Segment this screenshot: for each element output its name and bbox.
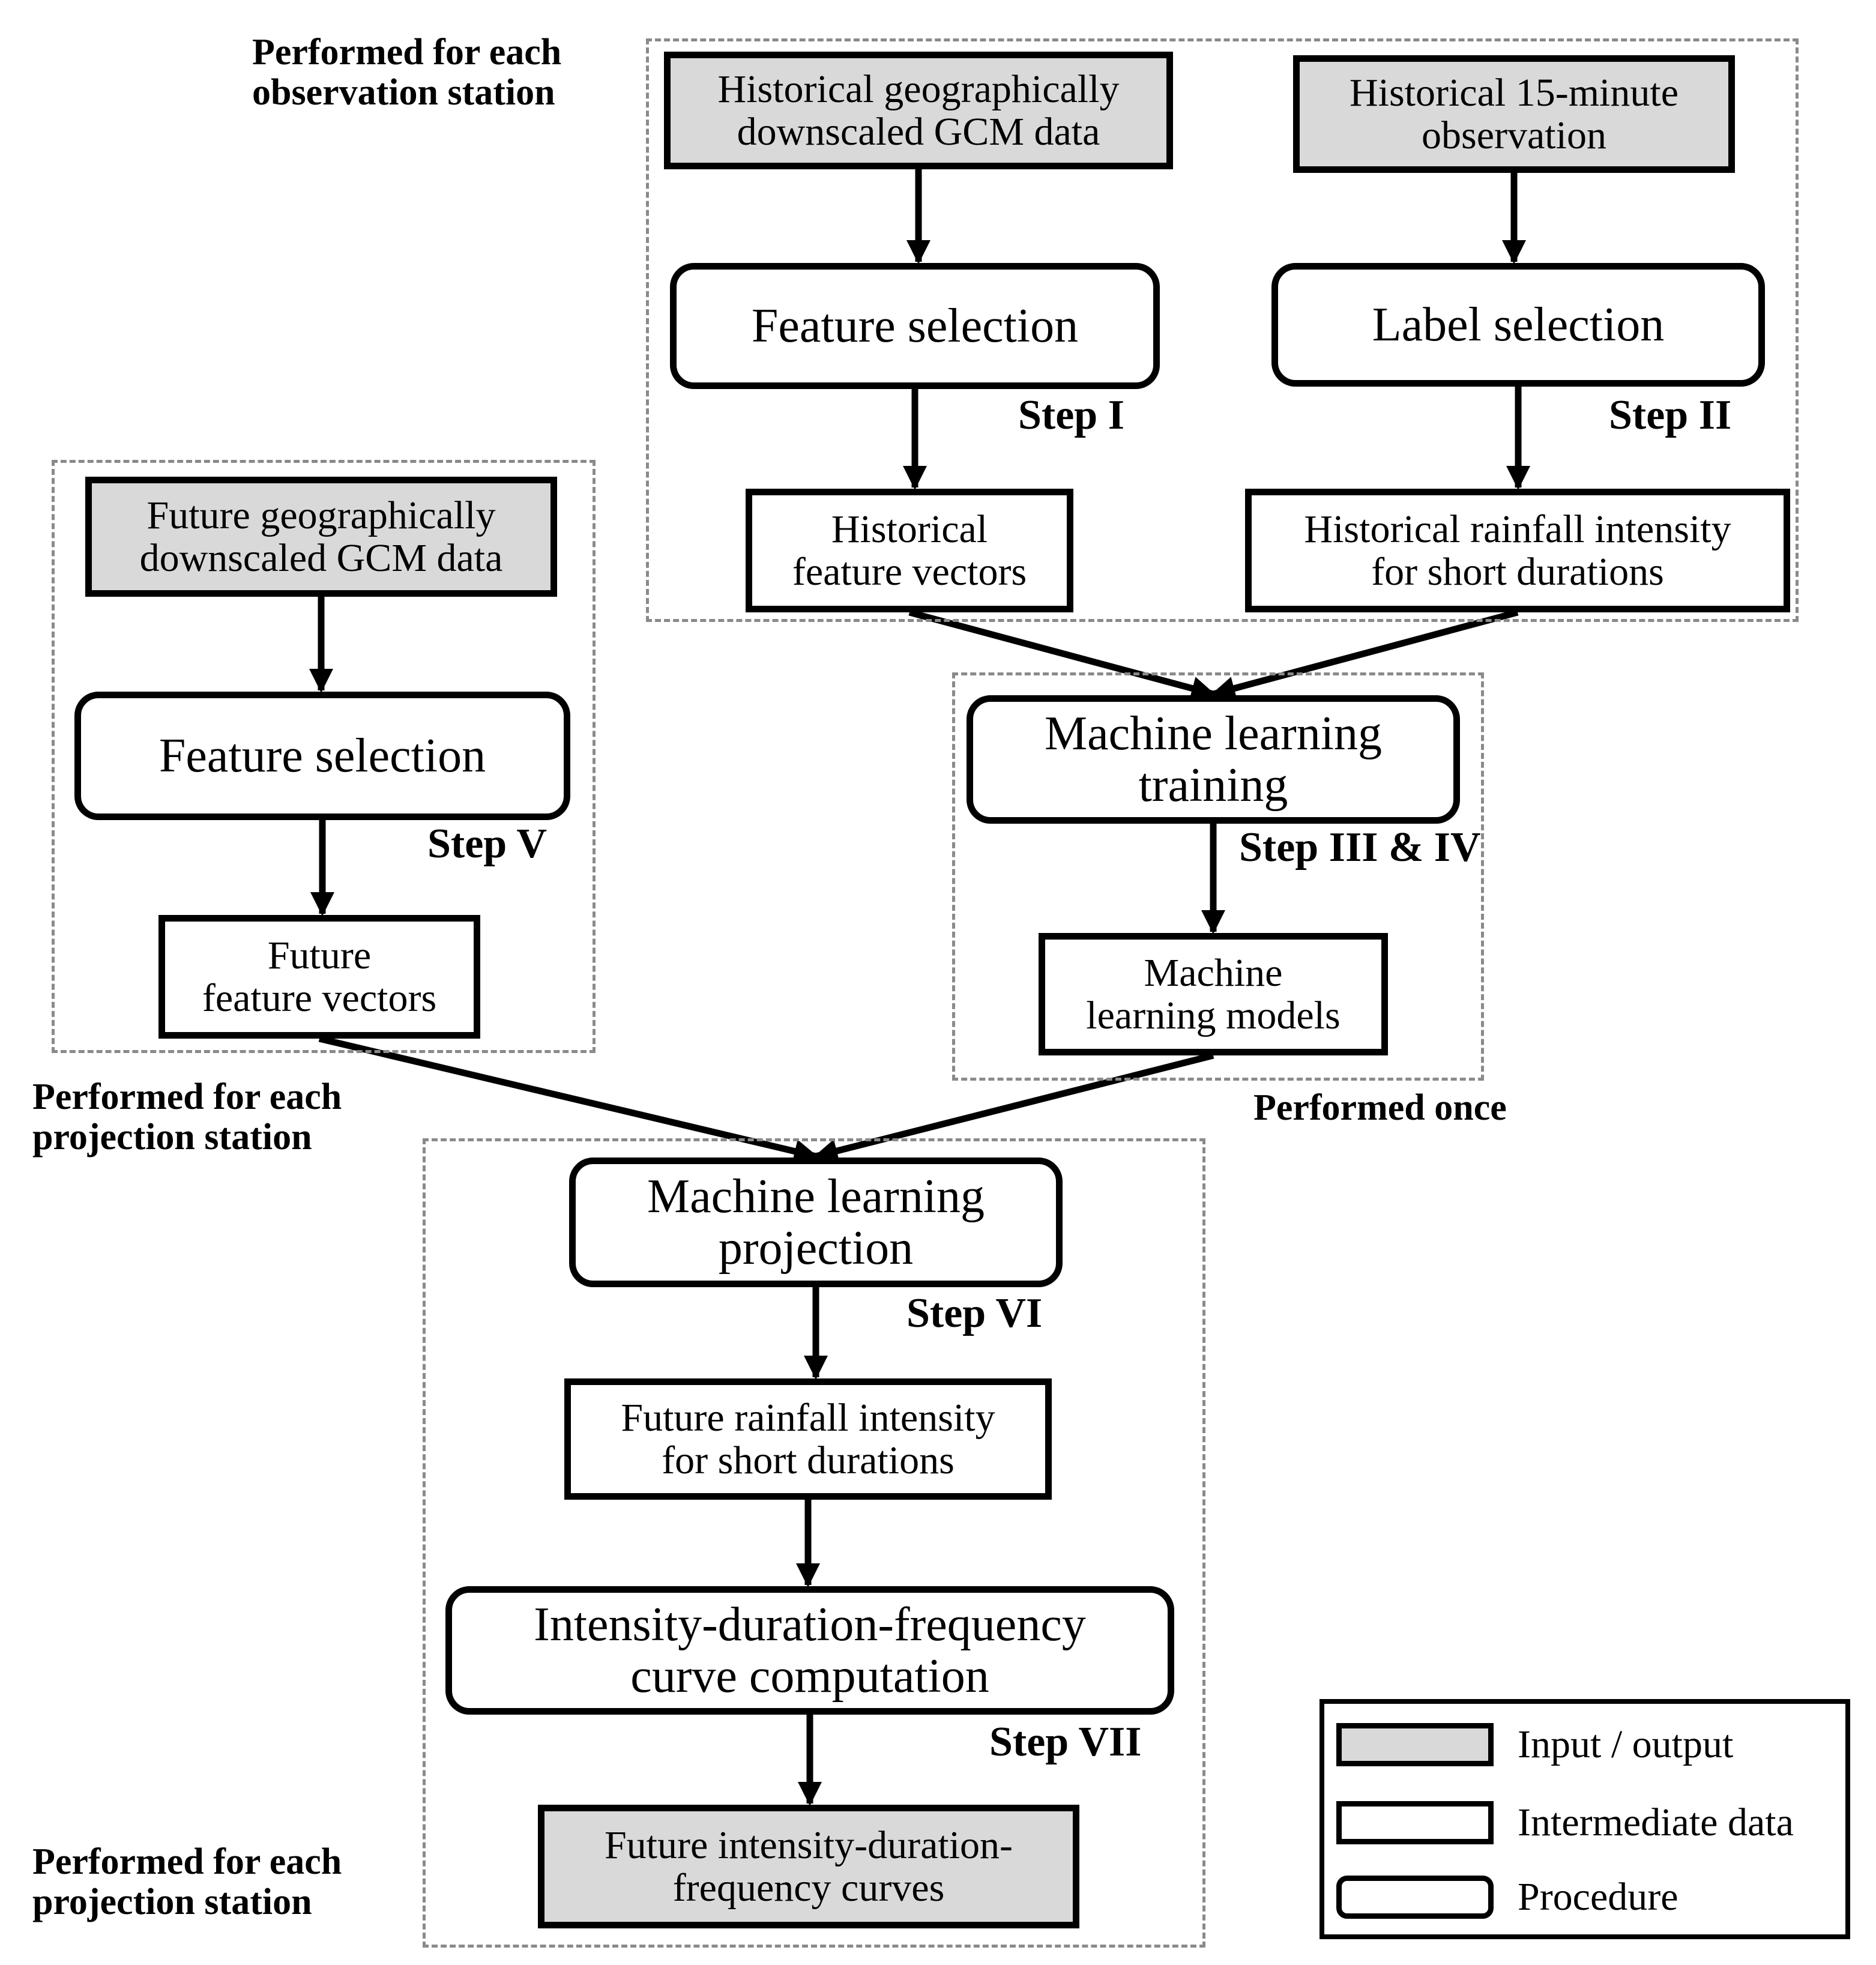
historical-gcm-data-node: Historical geographically downscaled GCM… xyxy=(664,52,1173,169)
legend: Input / output Intermediate data Procedu… xyxy=(1320,1699,1850,1939)
future-features-group-label: Performed for each projection station xyxy=(32,1076,342,1158)
idf-computation-label: Intensity-duration-frequency curve compu… xyxy=(534,1598,1086,1703)
future-gcm-data-node: Future geographically downscaled GCM dat… xyxy=(85,477,557,597)
step-7-label: Step VII xyxy=(989,1719,1142,1765)
historical-observation-node: Historical 15-minute observation xyxy=(1293,55,1735,173)
ml-projection-label: Machine learning projection xyxy=(647,1170,985,1275)
future-features-group xyxy=(52,460,596,1053)
feature-selection-procedure-1: Feature selection xyxy=(670,263,1160,389)
label-selection-label: Label selection xyxy=(1372,298,1665,351)
future-rainfall-intensity-node: Future rainfall intensity for short dura… xyxy=(564,1378,1052,1500)
projection-group xyxy=(423,1138,1205,1948)
idf-computation-procedure: Intensity-duration-frequency curve compu… xyxy=(445,1586,1174,1715)
feature-selection-procedure-2: Feature selection xyxy=(74,692,570,820)
feature-selection-1-label: Feature selection xyxy=(751,299,1079,352)
training-group-label: Performed once xyxy=(1253,1087,1507,1128)
historical-observation-label: Historical 15-minute observation xyxy=(1349,70,1679,157)
legend-label-intermediate: Intermediate data xyxy=(1518,1800,1794,1844)
historical-rainfall-intensity-label: Historical rainfall intensity for short … xyxy=(1304,507,1731,594)
observation-group-label: Performed for each observation station xyxy=(252,32,562,113)
projection-group-label: Performed for each projection station xyxy=(32,1841,342,1922)
arrow-hist_vectors-to-ml_training xyxy=(908,609,1216,700)
future-feature-vectors-node: Future feature vectors xyxy=(158,915,480,1039)
edge-group xyxy=(309,169,1530,1806)
ml-training-label: Machine learning training xyxy=(1045,707,1382,812)
ml-models-node: Machine learning models xyxy=(1039,933,1388,1055)
training-group xyxy=(952,672,1484,1081)
historical-feature-vectors-label: Historical feature vectors xyxy=(792,507,1027,594)
ml-projection-procedure: Machine learning projection xyxy=(569,1158,1063,1287)
label-selection-procedure: Label selection xyxy=(1271,263,1765,387)
legend-item-procedure: Procedure xyxy=(1336,1873,1678,1921)
legend-label-procedure: Procedure xyxy=(1518,1875,1678,1919)
observation-station-group xyxy=(646,38,1799,622)
legend-label-input-output: Input / output xyxy=(1518,1722,1734,1766)
future-feature-vectors-label: Future feature vectors xyxy=(202,933,437,1020)
future-idf-curves-label: Future intensity-duration- frequency cur… xyxy=(604,1823,1013,1910)
step-3-4-label: Step III & IV xyxy=(1239,824,1481,871)
legend-item-intermediate: Intermediate data xyxy=(1336,1799,1794,1847)
step-5-label: Step V xyxy=(427,821,547,867)
legend-item-input-output: Input / output xyxy=(1336,1721,1733,1769)
step-2-label: Step II xyxy=(1609,392,1732,438)
historical-feature-vectors-node: Historical feature vectors xyxy=(746,489,1073,612)
step-1-label: Step I xyxy=(1018,392,1124,438)
future-rainfall-intensity-label: Future rainfall intensity for short dura… xyxy=(621,1395,995,1482)
input-output-swatch xyxy=(1336,1723,1494,1766)
intermediate-data-swatch xyxy=(1336,1801,1494,1844)
arrow-hist_intensity-to-ml_training xyxy=(1211,609,1519,700)
procedure-swatch xyxy=(1336,1876,1494,1919)
ml-models-label: Machine learning models xyxy=(1086,950,1341,1037)
step-6-label: Step VI xyxy=(906,1290,1043,1336)
ml-training-procedure: Machine learning training xyxy=(967,695,1460,824)
future-idf-curves-node: Future intensity-duration- frequency cur… xyxy=(538,1805,1079,1928)
arrow-future_vectors-to-ml_projection xyxy=(318,1035,818,1164)
historical-gcm-data-label: Historical geographically downscaled GCM… xyxy=(717,67,1120,154)
historical-rainfall-intensity-node: Historical rainfall intensity for short … xyxy=(1245,489,1790,612)
feature-selection-2-label: Feature selection xyxy=(158,729,486,782)
future-gcm-data-label: Future geographically downscaled GCM dat… xyxy=(139,493,503,580)
